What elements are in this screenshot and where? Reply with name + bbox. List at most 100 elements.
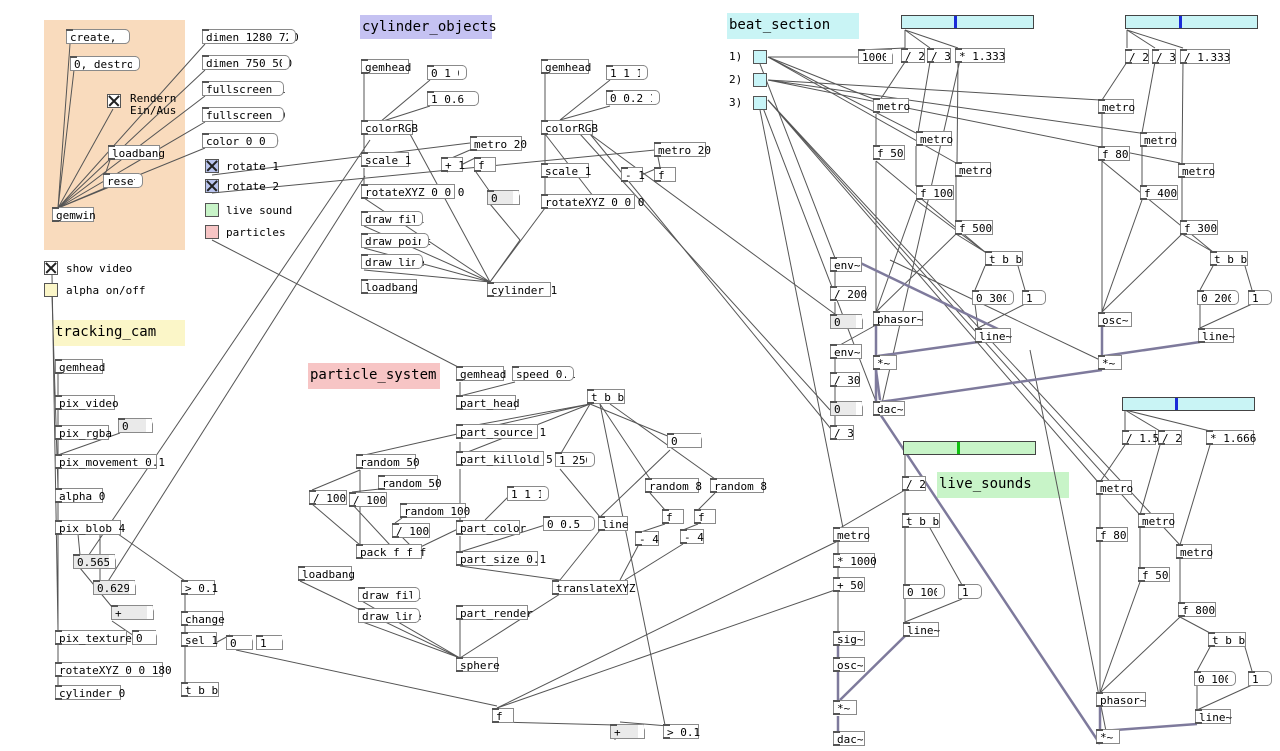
tc-pix-rgba[interactable]: pix_rgba xyxy=(55,425,112,440)
ls-plus50[interactable]: + 50 xyxy=(833,577,865,592)
beat-slider-a[interactable] xyxy=(901,15,1034,29)
ps-pack-fff[interactable]: pack f f f xyxy=(356,544,426,559)
cyl-colorrgb-2[interactable]: colorRGB xyxy=(541,120,598,135)
show-video-toggle[interactable] xyxy=(44,261,58,275)
create-message[interactable]: create, 1 xyxy=(66,29,130,44)
tc-num-0b[interactable]: 0 xyxy=(132,630,157,645)
gemwin-object[interactable]: gemwin xyxy=(52,207,96,222)
cyl-msg-0021[interactable]: 0 0.2 1 xyxy=(606,90,660,105)
cyl-colorrgb-1[interactable]: colorRGB xyxy=(361,120,418,135)
bs-mul1333-a[interactable]: * 1.333 xyxy=(955,48,1005,63)
cyl-msg-111[interactable]: 1 1 1 xyxy=(606,65,648,80)
cyl-rotatexyz-2[interactable]: rotateXYZ 0 0 0 xyxy=(541,194,644,209)
bs-metro-a1[interactable]: metro xyxy=(873,98,910,113)
dimen-1280-message[interactable]: dimen 1280 720 xyxy=(202,29,299,44)
ps-draw-line[interactable]: draw line xyxy=(358,608,422,623)
ps-f-2[interactable]: f xyxy=(694,509,716,524)
cyl-scale-2[interactable]: scale 1 xyxy=(541,163,591,178)
bs-metro-a3[interactable]: metro xyxy=(955,162,992,177)
render-toggle[interactable] xyxy=(107,94,121,108)
ls-mul1000[interactable]: * 1000 xyxy=(833,553,877,568)
dimen-750-message[interactable]: dimen 750 500 xyxy=(202,55,292,70)
bs-f800[interactable]: f 800 xyxy=(1178,602,1216,617)
ps-random100[interactable]: random 100 xyxy=(400,503,470,518)
color-message[interactable]: color 0 0 0 xyxy=(202,133,279,148)
ps-msg-0051[interactable]: 0 0.5 1 xyxy=(543,516,595,531)
cyl-msg-1060[interactable]: 1 0.6 0 xyxy=(427,91,479,106)
bs-metro-c1[interactable]: metro xyxy=(1096,480,1133,495)
live-slider-knob[interactable] xyxy=(957,442,960,454)
ps-div100-b[interactable]: / 100 xyxy=(349,492,387,507)
bs-f80[interactable]: f 80 xyxy=(1098,146,1130,161)
beat-slider-b-knob[interactable] xyxy=(1179,16,1182,28)
ps-msg-1250[interactable]: 1 250 xyxy=(555,452,595,467)
bs-f300[interactable]: f 300 xyxy=(1180,220,1218,235)
ps-sphere[interactable]: sphere xyxy=(456,657,500,672)
bs-metro-b2[interactable]: metro xyxy=(1140,132,1177,147)
live-sound-toggle[interactable] xyxy=(205,203,219,217)
bs-msg-0300[interactable]: 0 300 xyxy=(972,290,1014,305)
tc-cylinder[interactable]: cylinder 0 xyxy=(55,685,125,700)
tc-num-1[interactable]: 1 xyxy=(256,635,283,650)
bs-div200[interactable]: / 200 xyxy=(830,286,867,301)
ps-part-render[interactable]: part_render xyxy=(456,605,533,620)
bs-msg-0200[interactable]: 0 200 xyxy=(1197,290,1239,305)
tc-gt-01[interactable]: > 0.1 xyxy=(181,580,218,595)
cyl-loadbang[interactable]: loadbang xyxy=(361,279,418,294)
beat-1-bang[interactable] xyxy=(753,50,767,64)
cyl-draw-fill[interactable]: draw fill xyxy=(361,211,425,226)
ps-random50-b[interactable]: random 50 xyxy=(378,475,442,490)
ls-div2[interactable]: / 2 xyxy=(902,476,926,491)
fullscreen-0-message[interactable]: fullscreen 0 xyxy=(202,107,285,122)
cyl-gemhead-2[interactable]: gemhead xyxy=(541,59,591,74)
bs-osc[interactable]: osc~ xyxy=(1098,312,1132,327)
live-slider[interactable] xyxy=(903,441,1036,455)
tc-num-0c[interactable]: 0 xyxy=(226,635,253,650)
tc-num-629[interactable]: 0.629 xyxy=(93,580,136,595)
rotate-1-toggle[interactable] xyxy=(205,159,219,173)
tc-sel-1[interactable]: sel 1 xyxy=(181,632,218,647)
bs-mul-c[interactable]: *~ xyxy=(1096,729,1120,744)
tc-alpha[interactable]: alpha 0 xyxy=(55,488,105,503)
ls-tbb[interactable]: t b b xyxy=(902,513,940,528)
bs-msg-1-c[interactable]: 1 xyxy=(1248,671,1272,686)
cyl-metro-2[interactable]: metro 20 xyxy=(654,142,711,157)
tc-num-565[interactable]: 0.565 xyxy=(73,554,116,569)
ls-dac[interactable]: dac~ xyxy=(833,731,865,746)
bs-tbb-a[interactable]: t b b xyxy=(985,251,1023,266)
ls-msg-0100[interactable]: 0 100 xyxy=(903,584,945,599)
bs-msg-1-b[interactable]: 1 xyxy=(1248,290,1272,305)
cyl-f-1[interactable]: f xyxy=(474,157,496,172)
particles-toggle[interactable] xyxy=(205,225,219,239)
ps-minus4-a[interactable]: - 4 xyxy=(635,531,659,546)
ps-tbb[interactable]: t b b xyxy=(587,389,625,404)
bs-metro-c3[interactable]: metro xyxy=(1176,544,1213,559)
cyl-draw-line[interactable]: draw line xyxy=(361,254,425,269)
bs-f500[interactable]: f 500 xyxy=(955,220,993,235)
cyl-f-2[interactable]: f xyxy=(654,167,676,182)
bs-phasor[interactable]: phasor~ xyxy=(873,311,923,326)
beat-slider-c-knob[interactable] xyxy=(1175,398,1178,410)
cyl-rotatexyz-1[interactable]: rotateXYZ 0 0 0 xyxy=(361,184,464,199)
ls-osc[interactable]: osc~ xyxy=(833,657,865,672)
rotate-2-toggle[interactable] xyxy=(205,179,219,193)
bs-div3-a[interactable]: / 3 xyxy=(927,48,951,63)
tc-pix-movement[interactable]: pix_movement 0.1 xyxy=(55,454,165,469)
ps-translatexyz[interactable]: translateXYZ xyxy=(552,580,635,595)
bs-f50-c[interactable]: f 50 xyxy=(1138,567,1170,582)
ps-num-0[interactable]: 0 xyxy=(667,433,702,448)
bs-msg-0100-c[interactable]: 0 100 xyxy=(1194,671,1236,686)
ps-random8-a[interactable]: random 8 xyxy=(645,478,702,493)
beat-slider-c[interactable] xyxy=(1122,397,1255,411)
bs-phasor-c[interactable]: phasor~ xyxy=(1096,692,1146,707)
beat-slider-a-knob[interactable] xyxy=(954,16,957,28)
ls-msg-1[interactable]: 1 xyxy=(958,584,982,599)
bs-div2-a[interactable]: / 2 xyxy=(901,48,925,63)
ps-div100-a[interactable]: / 100 xyxy=(309,490,347,505)
cyl-cylinder[interactable]: cylinder 1 xyxy=(487,282,557,297)
bs-tbb-c[interactable]: t b b xyxy=(1208,632,1246,647)
tc-gemhead[interactable]: gemhead xyxy=(55,359,105,374)
bs-metro-b3[interactable]: metro xyxy=(1178,163,1215,178)
bs-line-a[interactable]: line~ xyxy=(975,328,1012,343)
